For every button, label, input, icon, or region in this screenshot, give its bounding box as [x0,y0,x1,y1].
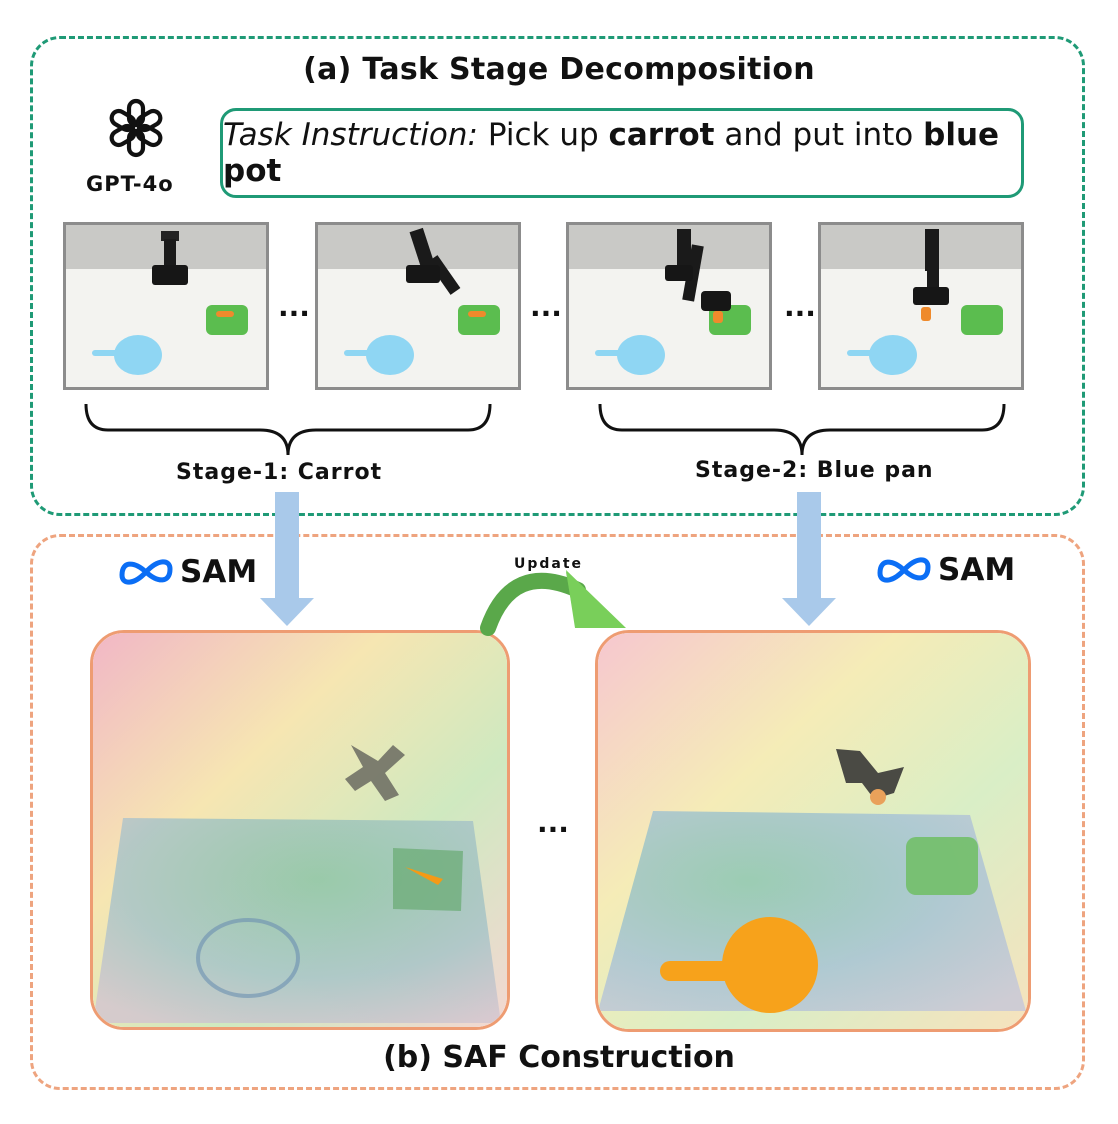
video-frame-1 [63,222,269,390]
gpt-4o-label: GPT-4o [86,172,174,196]
update-label: Update [514,556,584,572]
meta-logo-icon [119,559,173,585]
frame-ellipsis-2: ... [530,290,562,323]
instruction-object-blue-pot: blue pot [223,117,1000,189]
sam-badge-2: SAM [876,552,1015,588]
saf-construction-panel [30,534,1085,1090]
instruction-text-2: and put into [714,117,924,153]
sam-label-1: SAM [180,554,258,590]
panel-a-title: (a) Task Stage Decomposition [303,52,815,87]
sam-badge-1: SAM [118,554,257,590]
instruction-prefix: Task Instruction: [223,117,478,153]
sam-label-2: SAM [938,552,1016,588]
frame-ellipsis-1: ... [278,290,310,323]
panel-b-title: (b) SAF Construction [383,1040,735,1075]
video-frame-2 [315,222,521,390]
video-frame-4 [818,222,1024,390]
openai-logo-icon [109,98,163,158]
frame-ellipsis-3: ... [784,290,816,323]
instruction-object-carrot: carrot [608,117,715,153]
stage-1-label: Stage-1: Carrot [176,460,383,485]
saf-field-stage-2 [595,630,1031,1032]
task-instruction-box: Task Instruction: Pick up carrot and put… [220,108,1024,198]
instruction-text-1: Pick up [478,117,609,153]
saf-field-stage-1 [90,630,510,1030]
meta-logo-icon [877,557,931,583]
saf-ellipsis: ... [537,806,569,839]
video-frame-3 [566,222,772,390]
stage-2-label: Stage-2: Blue pan [695,458,934,483]
task-decomposition-panel [30,36,1085,516]
